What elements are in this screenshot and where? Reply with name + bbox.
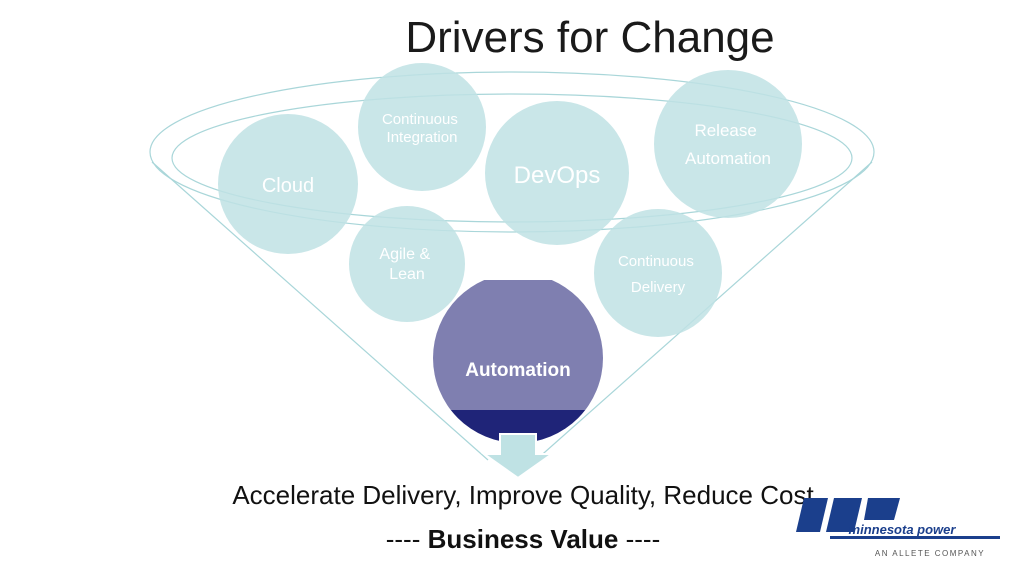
circle-agile-label-line2: Lean: [389, 266, 425, 283]
circle-automation: Automation: [433, 280, 603, 443]
circle-devops-shape: [485, 101, 629, 245]
funnel-side-left: [151, 161, 489, 461]
circle-ci-label-line2: Integration: [387, 129, 458, 146]
circle-cloud-shape: [218, 114, 358, 254]
circle-ci-label-line1: Continuous: [382, 111, 458, 128]
circle-cd-label: Continuous Delivery: [618, 253, 698, 296]
logo-tagline-text: AN ALLETE COMPANY: [875, 549, 985, 558]
benefits-text: Accelerate Delivery, Improve Quality, Re…: [232, 480, 814, 510]
circle-cloud: Cloud: [218, 114, 358, 254]
circle-continuous-delivery: Continuous Delivery: [594, 209, 722, 337]
circle-devops-label: DevOps: [514, 162, 601, 189]
business-value-bold: Business Value: [427, 524, 619, 554]
circle-release-label-line2: Automation: [685, 149, 771, 168]
circle-devops: DevOps: [485, 101, 629, 245]
business-value-suffix: ----: [625, 524, 661, 554]
minnesota-power-logo: minnesota power AN ALLETE COMPANY: [796, 498, 1000, 558]
logo-brand-text: minnesota power: [849, 522, 957, 537]
funnel-rim-outer: [149, 71, 875, 233]
circle-agile-lean: Agile & Lean: [349, 206, 465, 322]
circle-continuous-integration: Continuous Integration: [358, 63, 486, 191]
circle-cd-shape: [594, 209, 722, 337]
circle-agile-label: Agile & Lean: [379, 246, 434, 283]
circle-automation-label: Automation: [465, 360, 571, 381]
circle-cd-label-line2: Delivery: [631, 279, 686, 296]
circle-release-label-line1: Release: [694, 121, 756, 140]
circle-agile-label-line1: Agile &: [379, 246, 430, 263]
circle-automation-bottom: [450, 410, 586, 443]
circle-release-label: Release Automation: [685, 121, 771, 168]
circle-release-automation: Release Automation: [654, 70, 802, 218]
circle-automation-top: [433, 280, 603, 410]
down-arrow-icon: [480, 433, 556, 480]
business-value-text: ---- Business Value ----: [250, 524, 796, 555]
logo-mark-icon: [796, 498, 1000, 539]
circle-ci-label: Continuous Integration: [382, 111, 462, 146]
slide-title: Drivers for Change: [405, 13, 775, 62]
circle-ci-shape: [358, 63, 486, 191]
business-value-prefix: ----: [385, 524, 421, 554]
circle-cloud-label: Cloud: [262, 175, 314, 197]
circle-cd-label-line1: Continuous: [618, 253, 694, 270]
circle-agile-shape: [349, 206, 465, 322]
circle-release-shape: [654, 70, 802, 218]
